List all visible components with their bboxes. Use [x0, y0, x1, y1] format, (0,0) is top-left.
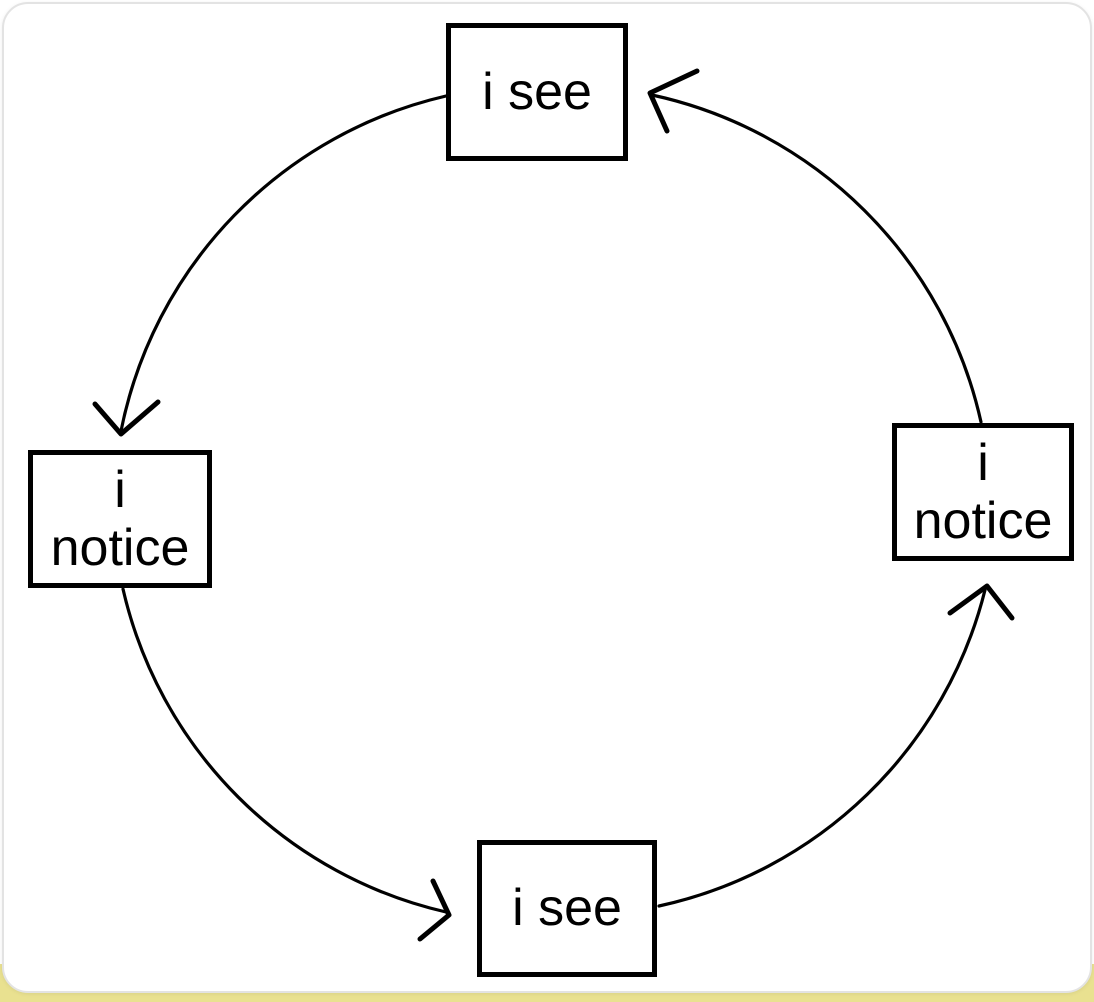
- arrow-right-to-top: [647, 68, 983, 424]
- arrow-right-icon: [417, 878, 452, 942]
- node-label: i see: [512, 879, 622, 938]
- arrow-bottom-to-right-curve: [657, 588, 987, 908]
- node-i-notice-right: i notice: [892, 423, 1074, 561]
- node-label: i notice: [50, 460, 190, 577]
- arrow-bottom-to-right: [657, 583, 1015, 908]
- arrow-left-icon: [647, 68, 700, 134]
- arrow-down-icon: [92, 399, 161, 437]
- arrow-right-to-top-curve: [650, 93, 983, 424]
- node-i-see-bottom: i see: [477, 840, 657, 977]
- node-label: i see: [482, 62, 592, 121]
- node-label: i notice: [913, 433, 1053, 550]
- arrow-up-icon: [947, 583, 1015, 621]
- node-i-notice-left: i notice: [28, 450, 212, 588]
- arrow-left-to-bottom-curve: [121, 587, 448, 914]
- node-i-see-top: i see: [446, 23, 628, 161]
- arrow-top-to-left: [92, 94, 448, 437]
- arrow-left-to-bottom: [121, 587, 452, 942]
- arrow-top-to-left-curve: [119, 94, 448, 433]
